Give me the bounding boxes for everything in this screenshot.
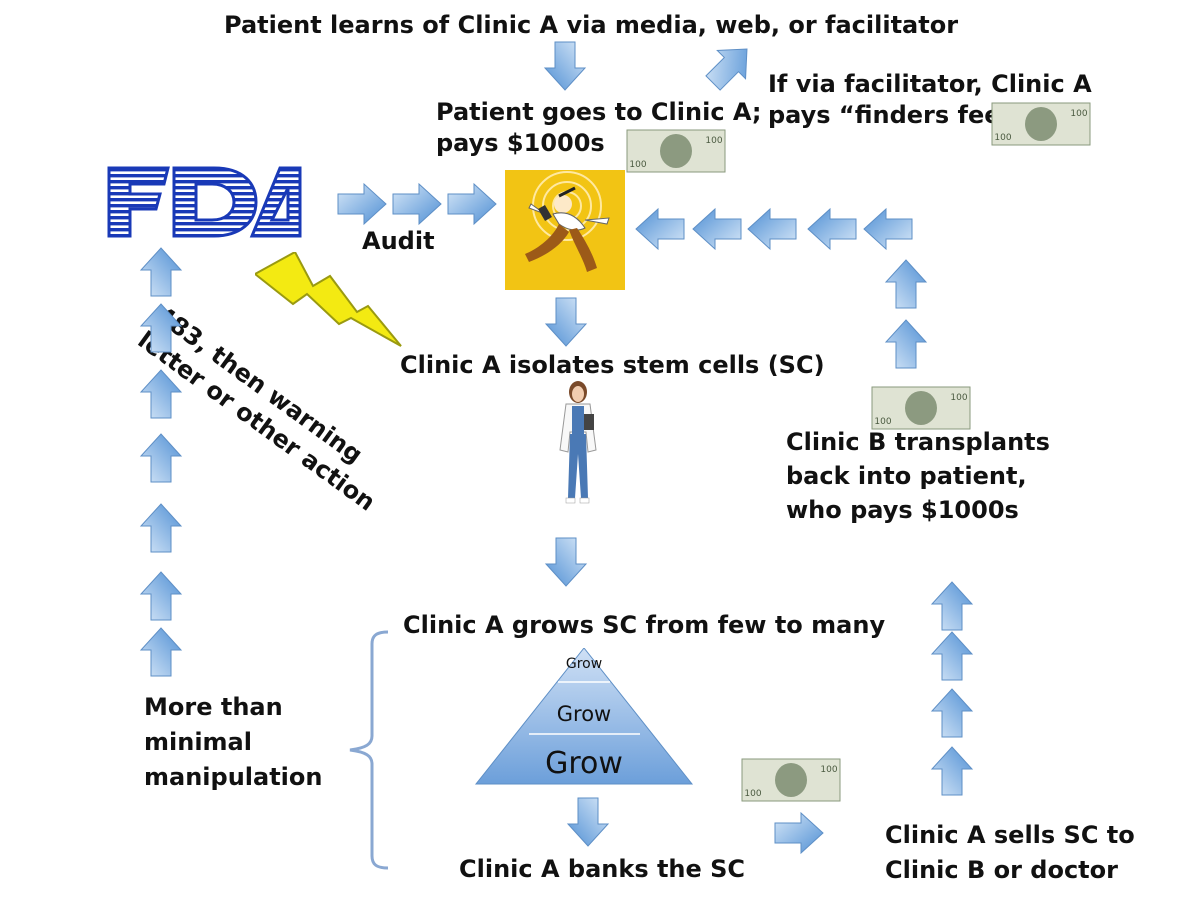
arrow-icon xyxy=(544,297,588,347)
arrow-icon xyxy=(392,182,442,226)
svg-text:100: 100 xyxy=(744,789,761,799)
dollar-bill-icon: 100 100 xyxy=(626,129,726,173)
svg-text:100: 100 xyxy=(629,160,646,170)
pyramid-icon: Grow Grow Grow xyxy=(474,647,694,793)
arrow-icon xyxy=(863,207,913,251)
label-manipulation: More than minimal manipulation xyxy=(144,693,323,791)
arrow-icon xyxy=(807,207,857,251)
label-sells: Clinic A sells SC to Clinic B or doctor xyxy=(885,821,1135,884)
label-patient-learns: Patient learns of Clinic A via media, we… xyxy=(224,11,959,39)
running-man-icon xyxy=(505,170,625,290)
arrow-icon xyxy=(139,627,183,677)
arrow-icon xyxy=(447,182,497,226)
label-banks: Clinic A banks the SC xyxy=(459,855,746,883)
label-patient-goes: Patient goes to Clinic A; pays $1000s xyxy=(436,98,762,157)
label-isolates: Clinic A isolates stem cells (SC) xyxy=(400,351,825,379)
arrow-icon xyxy=(747,207,797,251)
label-facilitator-fee: If via facilitator, Clinic A pays “finde… xyxy=(768,70,1092,129)
arrow-icon xyxy=(139,369,183,419)
label-audit: Audit xyxy=(362,227,435,255)
arrow-icon xyxy=(884,259,928,309)
arrow-icon xyxy=(635,207,685,251)
dollar-bill-icon: 100 100 xyxy=(741,758,841,802)
dollar-bill-icon: 100 100 xyxy=(871,386,971,430)
arrow-icon xyxy=(930,581,974,631)
svg-text:100: 100 xyxy=(874,417,891,427)
pyramid-level-top: Grow xyxy=(565,656,603,672)
svg-text:100: 100 xyxy=(950,393,967,403)
doctor-icon xyxy=(559,381,597,504)
arrow-icon xyxy=(566,797,610,847)
label-transplants: Clinic B transplants back into patient, … xyxy=(786,428,1050,524)
arrow-icon xyxy=(139,247,183,297)
arrow-icon xyxy=(543,41,587,91)
pyramid-level-middle: Grow xyxy=(556,702,612,726)
arrow-icon xyxy=(692,207,742,251)
arrow-icon xyxy=(139,571,183,621)
arrow-icon xyxy=(139,303,183,353)
svg-text:100: 100 xyxy=(820,765,837,775)
arrow-icon xyxy=(884,319,928,369)
fda-logo-icon xyxy=(107,166,302,238)
arrow-icon xyxy=(705,48,748,91)
arrow-icon xyxy=(139,503,183,553)
arrow-icon xyxy=(930,688,974,738)
bracket-icon xyxy=(349,630,389,870)
arrow-icon xyxy=(544,537,588,587)
svg-text:100: 100 xyxy=(1070,109,1087,119)
arrow-icon xyxy=(774,811,824,855)
dollar-bill-icon: 100 100 xyxy=(991,102,1091,146)
svg-text:100: 100 xyxy=(705,136,722,146)
arrow-icon xyxy=(930,631,974,681)
pyramid-level-bottom: Grow xyxy=(545,746,623,781)
arrow-icon xyxy=(930,746,974,796)
arrow-icon xyxy=(337,182,387,226)
label-grows: Clinic A grows SC from few to many xyxy=(403,611,886,639)
lightning-icon xyxy=(255,252,402,347)
svg-text:100: 100 xyxy=(994,133,1011,143)
arrow-icon xyxy=(139,433,183,483)
